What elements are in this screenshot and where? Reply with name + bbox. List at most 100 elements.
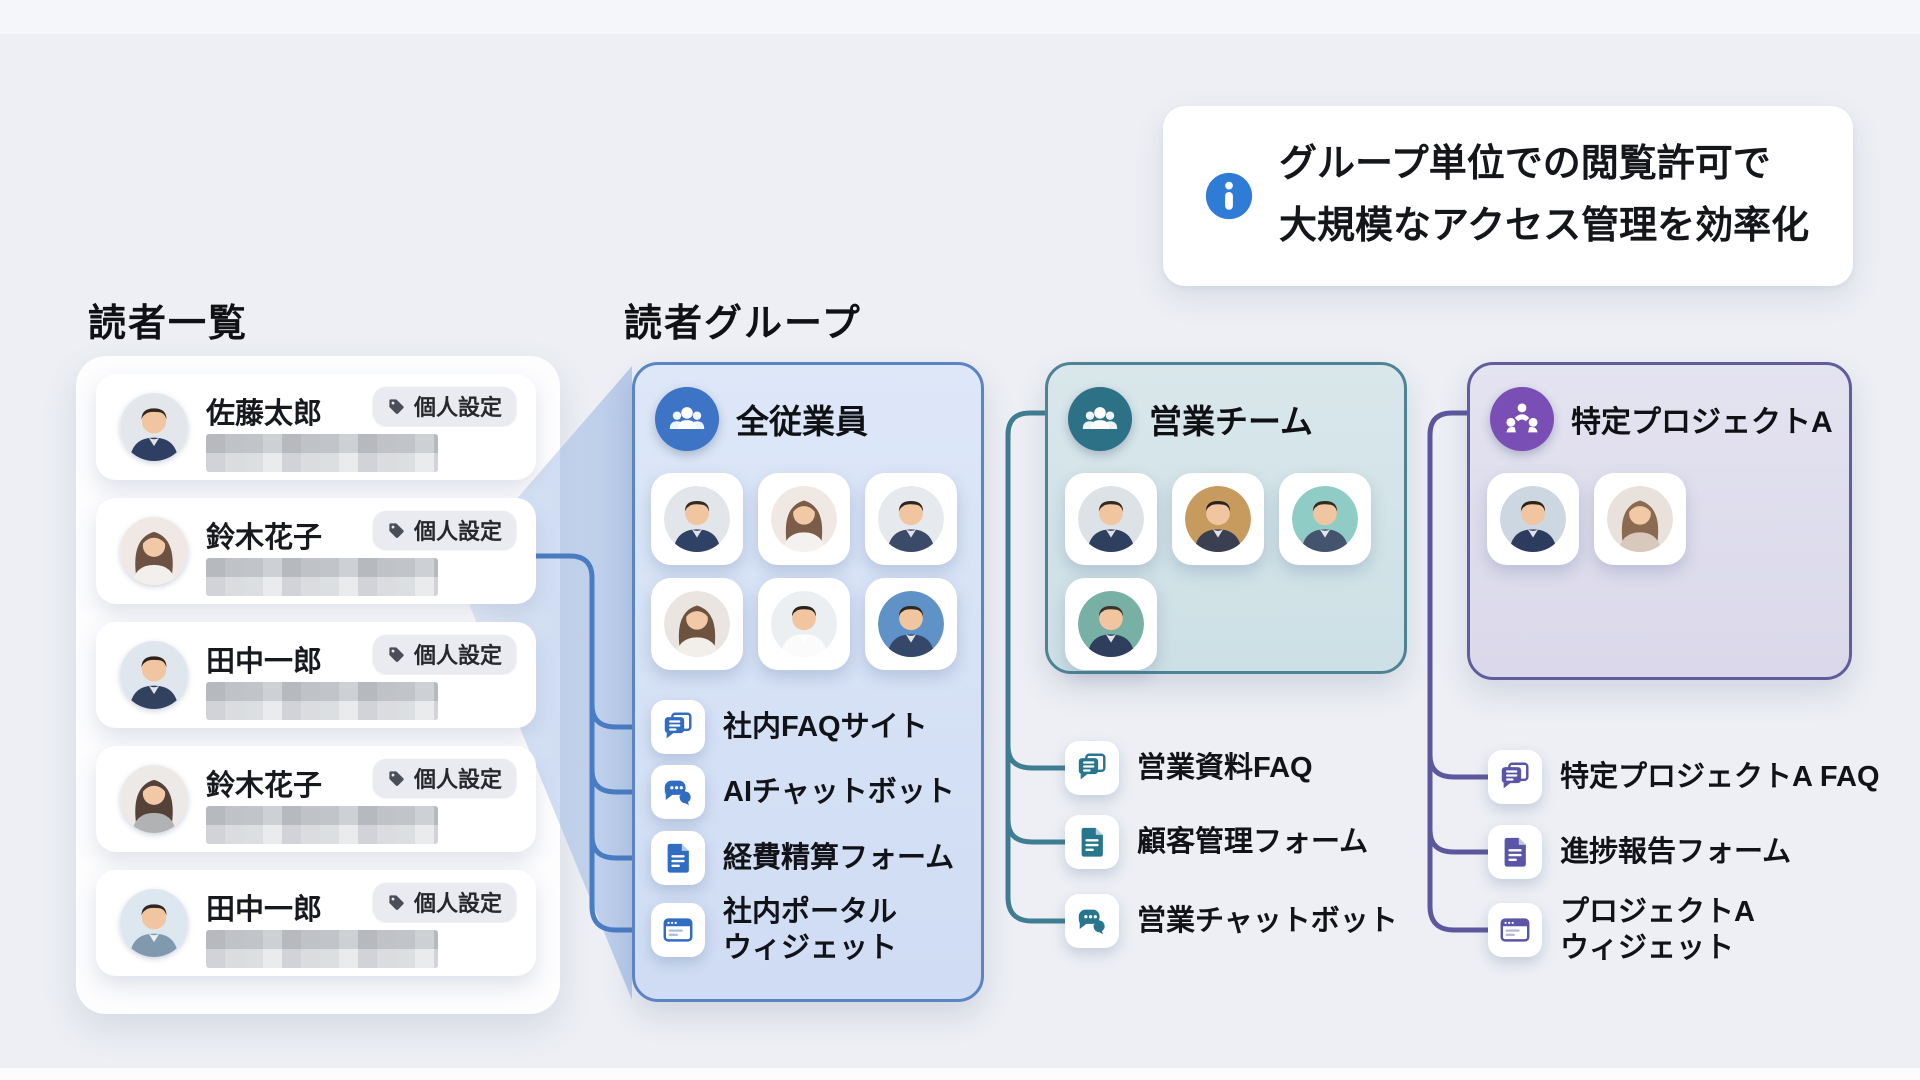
tag-icon <box>387 521 406 540</box>
resource-label: 経費精算フォーム <box>723 841 955 874</box>
member-tile <box>865 578 957 670</box>
resource-label: 顧客管理フォーム <box>1137 825 1369 858</box>
form-icon <box>1065 815 1119 869</box>
group-title: 特定プロジェクトA <box>1571 406 1833 439</box>
avatar <box>1607 486 1673 552</box>
group-header: 全従業員 <box>655 387 868 451</box>
resource-row: 経費精算フォーム <box>651 831 954 885</box>
resource-row: 顧客管理フォーム <box>1065 815 1368 869</box>
resource-row: 社内FAQサイト <box>651 700 928 754</box>
member-tile <box>865 473 957 565</box>
faq-icon <box>1488 750 1542 804</box>
avatar <box>664 591 730 657</box>
redacted-detail <box>206 930 438 968</box>
personal-settings-badge: 個人設定 <box>372 635 516 673</box>
info-icon <box>1203 170 1255 222</box>
resource-row: 営業チャットボット <box>1065 894 1398 948</box>
avatar <box>120 393 188 461</box>
reader-name: 佐藤太郎 <box>206 398 323 430</box>
personal-settings-badge: 個人設定 <box>372 759 516 797</box>
info-text: グループ単位での閲覧許可で 大規模なアクセス管理を効率化 <box>1279 143 1810 247</box>
avatar <box>878 591 944 657</box>
group-card-all-employees: 全従業員 <box>632 362 984 1002</box>
redacted-detail <box>206 682 438 720</box>
faq-icon <box>1065 741 1119 795</box>
resource-row: 営業資料FAQ <box>1065 741 1313 795</box>
avatar <box>1292 486 1358 552</box>
group-header: 営業チーム <box>1068 387 1313 451</box>
resource-label: 進捗報告フォーム <box>1560 835 1792 868</box>
avatar <box>120 517 188 585</box>
personal-settings-badge: 個人設定 <box>372 511 516 549</box>
reader-card: 田中一郎 個人設定 <box>96 622 536 728</box>
reader-card: 鈴木花子 個人設定 <box>96 746 536 852</box>
member-tile <box>1065 578 1157 670</box>
info-callout: グループ単位での閲覧許可で 大規模なアクセス管理を効率化 <box>1163 106 1853 286</box>
personal-settings-badge: 個人設定 <box>372 883 516 921</box>
group-card-sales-team: 営業チーム <box>1045 362 1407 674</box>
resource-label: 営業資料FAQ <box>1137 751 1313 784</box>
resource-row: プロジェクトA ウィジェット <box>1488 892 1755 968</box>
member-tile <box>758 473 850 565</box>
avatar <box>120 889 188 957</box>
group-card-project-a: 特定プロジェクトA <box>1467 362 1852 680</box>
widget-icon <box>651 903 705 957</box>
redacted-detail <box>206 806 438 844</box>
member-tile <box>651 578 743 670</box>
reader-card: 田中一郎 個人設定 <box>96 870 536 976</box>
reader-card: 佐藤太郎 個人設定 <box>96 374 536 480</box>
resource-row: 特定プロジェクトA FAQ <box>1488 750 1880 804</box>
redacted-detail <box>206 558 438 596</box>
resource-label: プロジェクトA ウィジェット <box>1560 895 1755 964</box>
member-tile <box>1487 473 1579 565</box>
avatar <box>664 486 730 552</box>
people-group-icon <box>1068 387 1132 451</box>
member-tile <box>1279 473 1371 565</box>
member-tile <box>758 578 850 670</box>
chat-icon <box>1065 894 1119 948</box>
tag-icon <box>387 397 406 416</box>
resource-label: 社内ポータル ウィジェット <box>723 895 898 964</box>
faq-icon <box>651 700 705 754</box>
avatar <box>120 765 188 833</box>
resource-label: 営業チャットボット <box>1137 904 1398 937</box>
reader-name: 田中一郎 <box>206 894 323 926</box>
resource-label: 特定プロジェクトA FAQ <box>1560 760 1880 793</box>
resource-row: AIチャットボット <box>651 765 955 819</box>
tag-icon <box>387 893 406 912</box>
avatar <box>878 486 944 552</box>
widget-icon <box>1488 903 1542 957</box>
personal-settings-badge: 個人設定 <box>372 387 516 425</box>
resource-row: 社内ポータル ウィジェット <box>651 892 897 968</box>
tag-icon <box>387 769 406 788</box>
member-tile <box>1172 473 1264 565</box>
resource-label: 社内FAQサイト <box>723 710 928 743</box>
member-tile <box>1065 473 1157 565</box>
resource-row: 進捗報告フォーム <box>1488 825 1791 879</box>
avatar <box>1500 486 1566 552</box>
group-header: 特定プロジェクトA <box>1490 387 1833 451</box>
people-group-icon <box>655 387 719 451</box>
avatar <box>771 591 837 657</box>
avatar <box>1078 591 1144 657</box>
avatar <box>120 641 188 709</box>
member-tile <box>1594 473 1686 565</box>
readers-heading: 読者一覧 <box>88 303 249 345</box>
avatar <box>1078 486 1144 552</box>
reader-name: 鈴木花子 <box>206 522 323 554</box>
groups-heading: 読者グループ <box>624 303 862 345</box>
reader-name: 鈴木花子 <box>206 770 323 802</box>
form-icon <box>651 831 705 885</box>
people-circle-icon <box>1490 387 1554 451</box>
member-tile <box>651 473 743 565</box>
group-title: 営業チーム <box>1149 403 1314 440</box>
reader-name: 田中一郎 <box>206 646 323 678</box>
avatar <box>771 486 837 552</box>
redacted-detail <box>206 434 438 472</box>
tag-icon <box>387 645 406 664</box>
avatar <box>1185 486 1251 552</box>
chat-icon <box>651 765 705 819</box>
form-icon <box>1488 825 1542 879</box>
group-title: 全従業員 <box>736 403 868 440</box>
reader-card: 鈴木花子 個人設定 <box>96 498 536 604</box>
